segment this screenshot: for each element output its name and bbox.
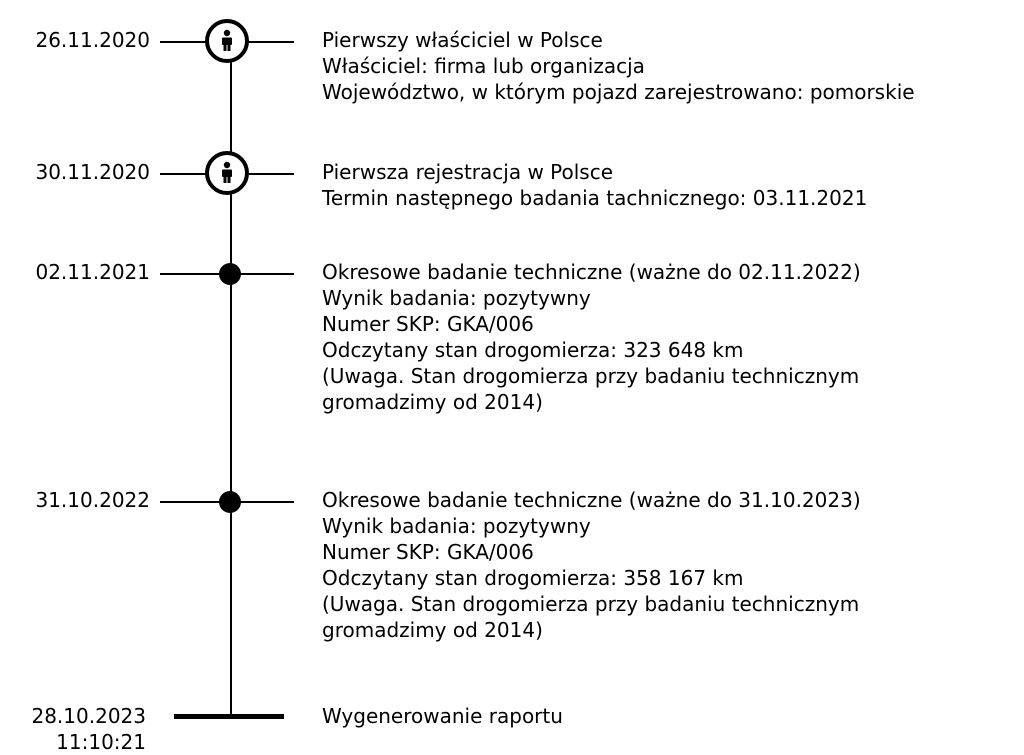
timeline-dot	[219, 263, 241, 285]
connector-line	[160, 173, 230, 175]
connector-line	[230, 501, 294, 503]
report-label: Wygenerowanie raportu	[322, 703, 563, 729]
connector-line	[160, 501, 230, 503]
event-date: 30.11.2020	[35, 160, 150, 184]
event-date: 02.11.2021	[35, 260, 150, 284]
event-line: Pierwsza rejestracja w Polsce	[322, 160, 614, 184]
timeline-dot	[219, 491, 241, 513]
event-line: (Uwaga. Stan drogomierza przy badaniu te…	[322, 592, 860, 616]
event-line: Okresowe badanie techniczne (ważne do 31…	[322, 488, 861, 512]
timeline-axis	[230, 40, 232, 716]
connector-line	[230, 273, 294, 275]
report-time: 11:10:21	[56, 730, 146, 754]
timeline-end-bar	[174, 714, 284, 719]
connector-line	[160, 273, 230, 275]
report-date: 28.10.2023	[31, 704, 146, 728]
event-line: Pierwszy właściciel w Polsce	[322, 28, 603, 52]
event-description: Okresowe badanie techniczne (ważne do 02…	[322, 259, 861, 415]
event-line: Odczytany stan drogomierza: 358 167 km	[322, 566, 744, 590]
event-line: Wynik badania: pozytywny	[322, 286, 591, 310]
event-line: gromadzimy od 2014)	[322, 390, 543, 414]
event-line: Numer SKP: GKA/006	[322, 312, 534, 336]
event-line: Okresowe badanie techniczne (ważne do 02…	[322, 260, 861, 284]
person-icon	[205, 151, 249, 195]
event-line: Numer SKP: GKA/006	[322, 540, 534, 564]
event-line: Termin następnego badania tachnicznego: …	[322, 186, 868, 210]
event-line: Województwo, w którym pojazd zarejestrow…	[322, 80, 915, 104]
person-icon	[205, 19, 249, 63]
event-description: Okresowe badanie techniczne (ważne do 31…	[322, 487, 861, 643]
connector-line	[160, 41, 230, 43]
event-line: Wygenerowanie raportu	[322, 704, 563, 728]
event-date: 26.11.2020	[35, 28, 150, 52]
event-line: (Uwaga. Stan drogomierza przy badaniu te…	[322, 364, 860, 388]
event-line: Odczytany stan drogomierza: 323 648 km	[322, 338, 744, 362]
event-line: Właściciel: firma lub organizacja	[322, 54, 645, 78]
connector-line	[230, 41, 294, 43]
connector-line	[230, 173, 294, 175]
event-description: Pierwsza rejestracja w Polsce Termin nas…	[322, 159, 867, 211]
event-description: Pierwszy właściciel w Polsce Właściciel:…	[322, 27, 915, 105]
event-date: 31.10.2022	[35, 488, 150, 512]
event-line: Wynik badania: pozytywny	[322, 514, 591, 538]
event-line: gromadzimy od 2014)	[322, 618, 543, 642]
